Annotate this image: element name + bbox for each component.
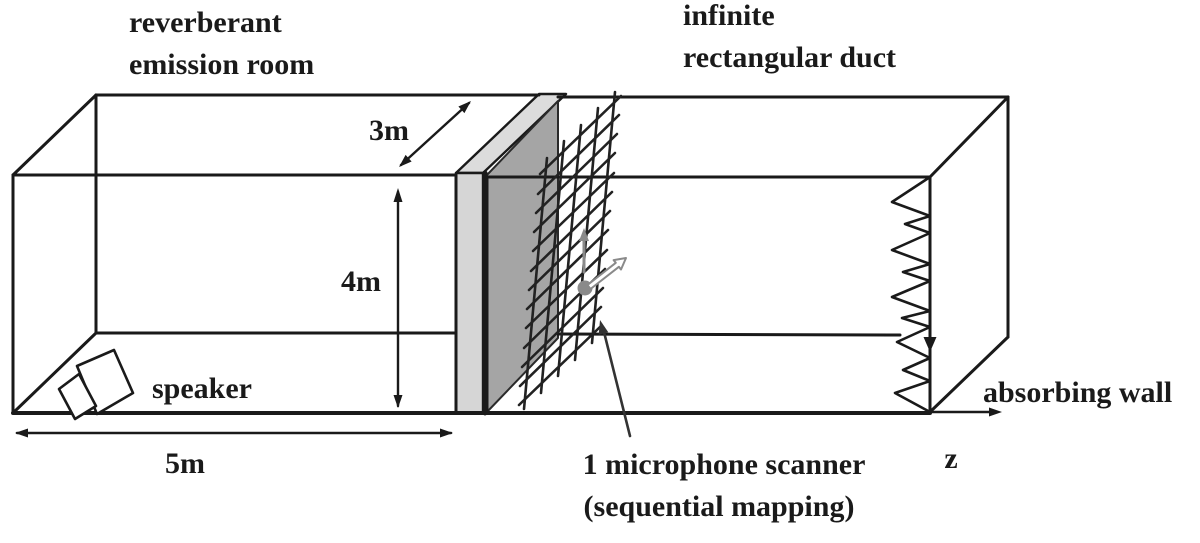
absorbing-wall-label: absorbing wall xyxy=(983,376,1173,409)
z-axis-label: z xyxy=(944,442,958,475)
duct-title-line2: rectangular duct xyxy=(683,41,897,74)
speaker-icon xyxy=(57,348,135,421)
scanner-pointer-arrow xyxy=(598,320,632,438)
partition-wall xyxy=(454,92,568,416)
scan-grid xyxy=(517,90,623,411)
depth-dimension-label: 3m xyxy=(369,114,409,147)
scan-direction-up-arrow xyxy=(579,228,589,274)
scanner-label-line2: (sequential mapping) xyxy=(583,490,855,523)
width-dimension-label: 5m xyxy=(165,447,205,480)
z-axis-arrow xyxy=(928,407,1002,417)
scan-direction-depth-arrow xyxy=(586,257,627,290)
scanner-label-line1: 1 microphone scanner xyxy=(582,448,866,481)
height-dimension-label: 4m xyxy=(341,265,381,298)
duct-title-line1: infinite xyxy=(683,0,775,32)
dimension-arrow-3m xyxy=(399,101,471,167)
dimension-arrow-4m xyxy=(393,188,403,408)
room-wireframe xyxy=(11,93,541,415)
room-title-line1: reverberant xyxy=(129,6,282,39)
absorbing-wedges xyxy=(890,175,937,414)
room-title-line2: emission room xyxy=(129,48,315,81)
speaker-label: speaker xyxy=(152,372,252,405)
dimension-arrow-5m xyxy=(15,428,453,438)
